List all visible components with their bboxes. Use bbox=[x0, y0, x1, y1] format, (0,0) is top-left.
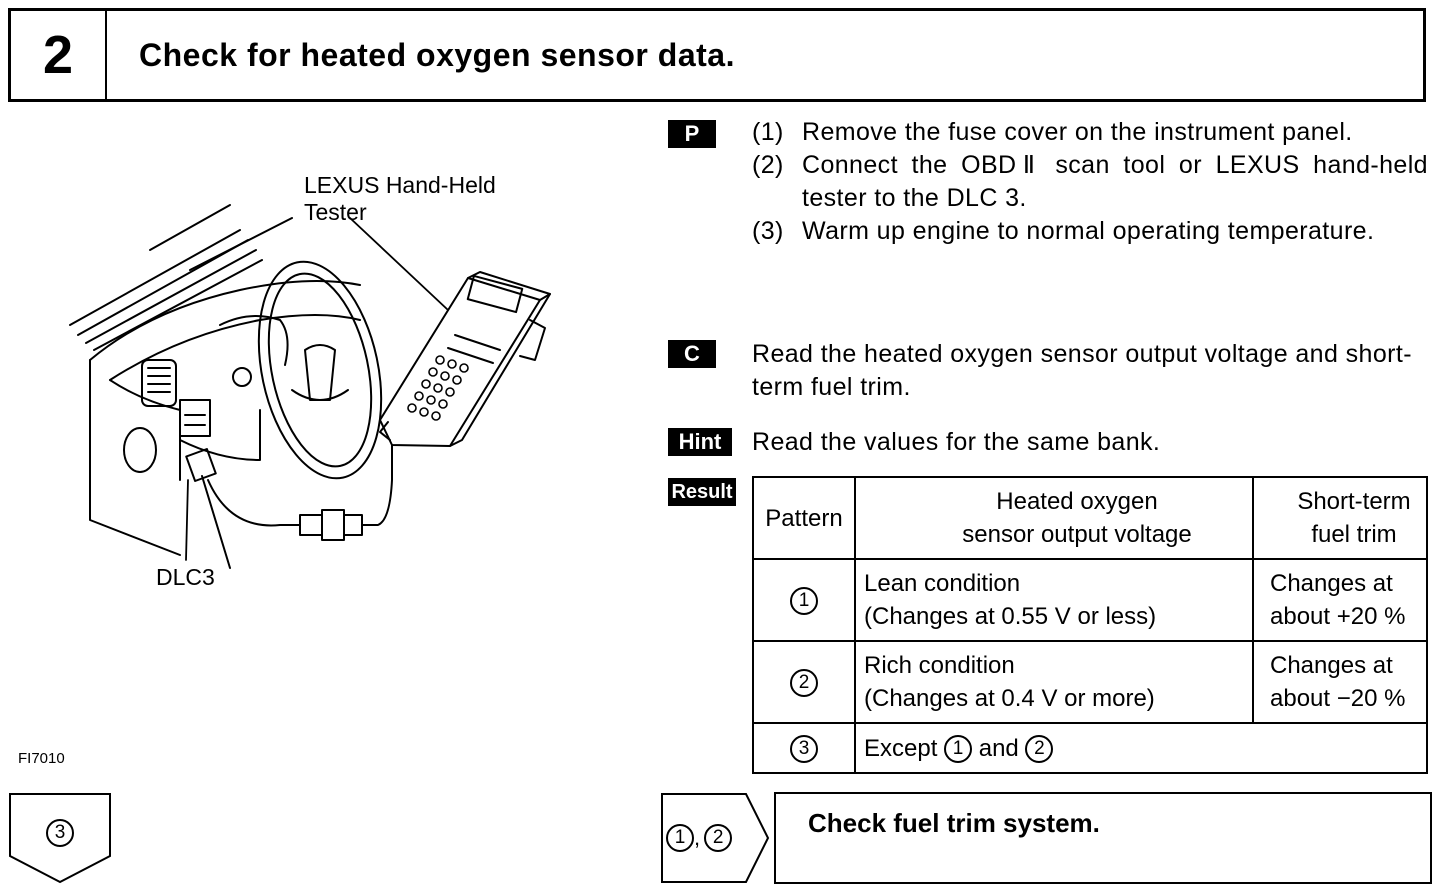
dashboard-tester-illustration bbox=[69, 204, 551, 569]
header-pattern: Pattern bbox=[752, 476, 856, 560]
condition-cell: Lean condition (Changes at 0.55 V or les… bbox=[854, 558, 1254, 642]
table-row: 3 Except 1 and 2 bbox=[752, 722, 1428, 774]
table-header-row: Pattern Heated oxygen sensor output volt… bbox=[752, 476, 1428, 560]
procedure-step: (3) Warm up engine to normal operating t… bbox=[752, 217, 1375, 245]
pattern-number: 3 bbox=[790, 735, 818, 764]
tester-cable bbox=[207, 444, 393, 541]
callout-leaders bbox=[185, 217, 449, 561]
table-row: 1 Lean condition (Changes at 0.55 V or l… bbox=[752, 558, 1428, 642]
pattern-ref: 2 bbox=[1025, 735, 1054, 764]
dlc3-connector bbox=[185, 448, 231, 569]
result-branch-3[interactable]: 3 bbox=[8, 792, 112, 884]
table-row: 2 Rich condition (Changes at 0.4 V or mo… bbox=[752, 640, 1428, 724]
next-action-box: Check fuel trim system. bbox=[774, 792, 1432, 884]
condition-cell: Rich condition (Changes at 0.4 V or more… bbox=[854, 640, 1254, 724]
procedure-tag: P bbox=[668, 120, 716, 148]
step-number: 2 bbox=[11, 11, 107, 99]
branch-number: 1 bbox=[666, 824, 694, 852]
result-branch-1-2[interactable]: 1 , 2 bbox=[660, 792, 770, 884]
fuel-trim-cell: Changes at about +20 % bbox=[1252, 558, 1428, 642]
tester-label: LEXUS Hand-Held Tester bbox=[304, 172, 496, 225]
hint-text: Read the values for the same bank. bbox=[752, 428, 1161, 456]
fuel-trim-cell: Changes at about −20 % bbox=[1252, 640, 1428, 724]
pentagon-shape bbox=[9, 793, 111, 884]
result-table: Pattern Heated oxygen sensor output volt… bbox=[752, 476, 1428, 774]
steering-wheel bbox=[257, 260, 383, 480]
windshield-lines bbox=[69, 204, 293, 351]
pattern-number: 1 bbox=[790, 587, 818, 616]
check-text: Read the heated oxygen sensor output vol… bbox=[752, 340, 1412, 401]
branch-number: 2 bbox=[704, 824, 733, 852]
check-tag: C bbox=[668, 340, 716, 368]
except-cell: Except 1 and 2 bbox=[854, 722, 1428, 774]
step-header: 2 Check for heated oxygen sensor data. bbox=[8, 8, 1426, 102]
next-action-text: Check fuel trim system. bbox=[808, 808, 1100, 838]
hand-held-tester-drawing bbox=[379, 271, 551, 447]
dlc3-label: DLC3 bbox=[156, 564, 215, 590]
step-title: Check for heated oxygen sensor data. bbox=[139, 36, 735, 73]
procedure-step: (2) Connect the OBDⅡ scan tool or LEXUS … bbox=[752, 151, 1428, 212]
dashboard bbox=[89, 280, 361, 556]
pattern-ref: 1 bbox=[944, 735, 973, 764]
procedure-step: (1) Remove the fuse cover on the instrum… bbox=[752, 118, 1353, 146]
header-voltage: Heated oxygen sensor output voltage bbox=[854, 476, 1254, 560]
figure-code: FI7010 bbox=[18, 750, 65, 767]
arrow-pentagon-shape bbox=[661, 793, 770, 883]
pattern-number: 2 bbox=[790, 669, 818, 698]
branch-number: 3 bbox=[46, 819, 74, 847]
hint-tag: Hint bbox=[668, 428, 732, 456]
procedure-steps: (1) Remove the fuse cover on the instrum… bbox=[752, 116, 1428, 248]
header-fuel-trim: Short-term fuel trim bbox=[1252, 476, 1428, 560]
result-tag: Result bbox=[668, 478, 736, 506]
